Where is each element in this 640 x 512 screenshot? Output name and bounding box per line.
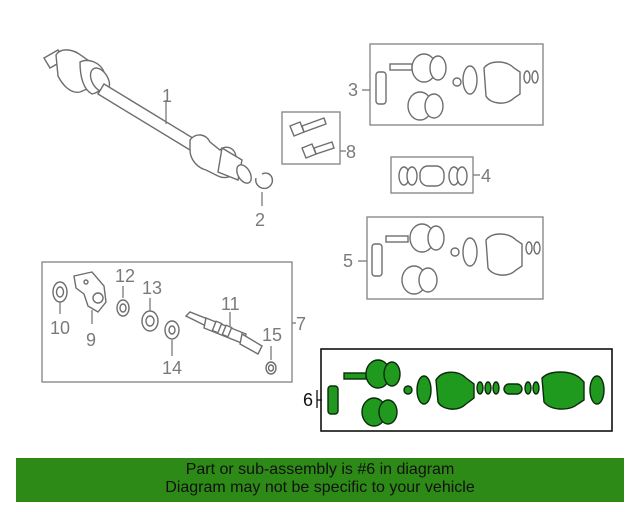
center-bearing[interactable] — [141, 310, 159, 332]
banner-line-1: Part or sub-assembly is #6 in diagram — [185, 461, 455, 478]
intermediate-shaft[interactable] — [184, 311, 263, 355]
banner-line-2: Diagram may not be specific to your vehi… — [165, 479, 475, 496]
washer[interactable] — [164, 320, 180, 340]
callout-14: 14 — [162, 358, 182, 378]
callout-11: 11 — [221, 294, 240, 314]
boot-clamp-kit-box[interactable] — [390, 156, 474, 194]
callout-1: 1 — [162, 86, 172, 106]
circlip[interactable] — [255, 172, 274, 190]
retaining-ring[interactable] — [265, 361, 277, 375]
callout-7: 7 — [296, 314, 306, 334]
callout-4: 4 — [481, 166, 491, 186]
axle-shaft-assembly[interactable] — [43, 49, 254, 186]
callout-13: 13 — [142, 278, 162, 298]
callout-8: 8 — [346, 142, 356, 162]
callout-9: 9 — [86, 330, 96, 350]
callout-3: 3 — [348, 80, 358, 100]
callout-5: 5 — [343, 251, 353, 271]
bolts-box[interactable] — [281, 111, 341, 165]
callout-10: 10 — [50, 318, 70, 338]
snap-ring[interactable] — [116, 299, 130, 317]
highlighted-axle-kit-box[interactable] — [320, 348, 613, 432]
vehicle-fitment-banner: Part or sub-assembly is #6 in diagram Di… — [16, 458, 624, 502]
callout-12: 12 — [115, 266, 135, 286]
callout-6: 6 — [303, 390, 313, 410]
seal[interactable] — [52, 281, 68, 303]
outer-joint-kit-box[interactable] — [369, 43, 544, 126]
intermediate-shaft-box[interactable] — [41, 261, 293, 383]
inner-joint-kit-box[interactable] — [366, 216, 544, 300]
callout-2: 2 — [255, 210, 265, 230]
callout-15: 15 — [262, 325, 282, 345]
bearing-bracket[interactable] — [73, 271, 107, 313]
